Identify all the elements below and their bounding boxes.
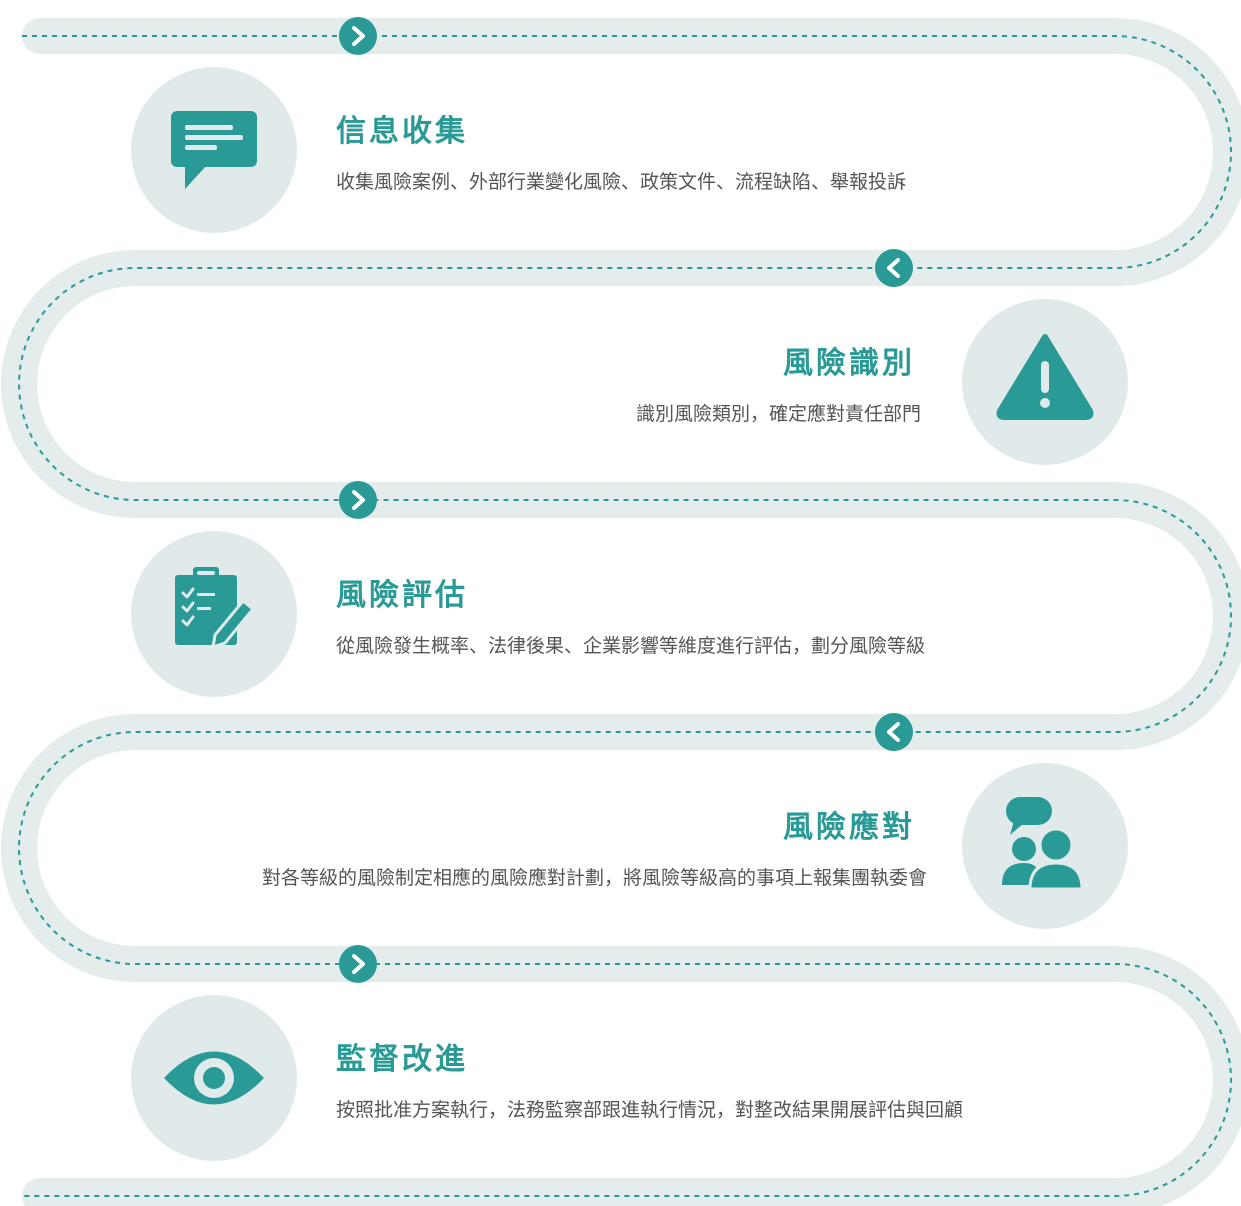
clipboard-check-icon: [175, 567, 255, 649]
flow-arrow-right-icon: [339, 17, 377, 55]
flow-arrow-right-icon: [339, 481, 377, 519]
step-1-circle: [131, 67, 297, 233]
step-3-circle: [131, 531, 297, 697]
step-4-description: 對各等級的風險制定相應的風險應對計劃，將風險等級高的事項上報集團執委會: [261, 867, 927, 889]
flow-arrow-right-icon: [339, 945, 377, 983]
step-1-description: 收集風險案例、外部行業變化風險、政策文件、流程缺陷、舉報投訴: [336, 171, 907, 193]
step-4-circle: [962, 763, 1128, 929]
flow-arrow-left-icon: [875, 713, 913, 751]
flow-arrow-left-icon: [875, 249, 913, 287]
step-2-description: 識別風險類別，確定應對責任部門: [635, 403, 921, 425]
people-chat-icon: [1002, 797, 1084, 891]
step-5-circle: [131, 995, 297, 1161]
step-3-title: 風險評估: [336, 578, 468, 613]
step-4-title: 風險應對: [783, 810, 915, 845]
step-1-title: 信息收集: [336, 114, 468, 149]
step-2-circle: [962, 299, 1128, 465]
warning-icon: [996, 334, 1094, 420]
message-icon: [171, 111, 257, 189]
step-2-title: 風險識別: [783, 346, 915, 381]
step-3-description: 從風險發生概率、法律後果、企業影響等維度進行評估，劃分風險等級: [336, 635, 926, 657]
step-5-title: 監督改進: [336, 1042, 468, 1077]
eye-icon: [164, 1051, 264, 1105]
step-5-description: 按照批准方案執行，法務監察部跟進執行情況，對整改結果開展評估與回顧: [336, 1099, 964, 1121]
